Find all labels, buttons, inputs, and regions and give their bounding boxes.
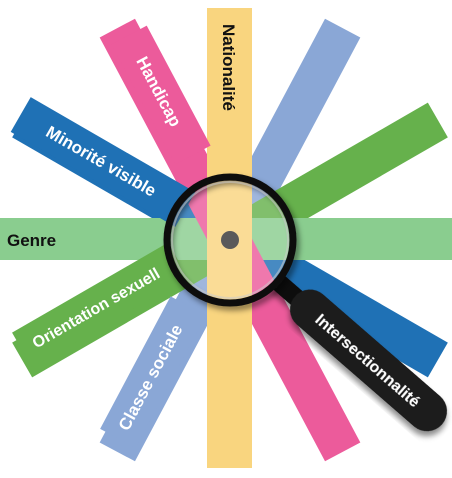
label-genre: Genre	[7, 231, 56, 250]
lens-rim	[163, 173, 297, 307]
label-nationalite: Nationalité	[219, 24, 238, 111]
lens-inner-rim	[171, 181, 289, 299]
center-dot	[221, 231, 239, 249]
